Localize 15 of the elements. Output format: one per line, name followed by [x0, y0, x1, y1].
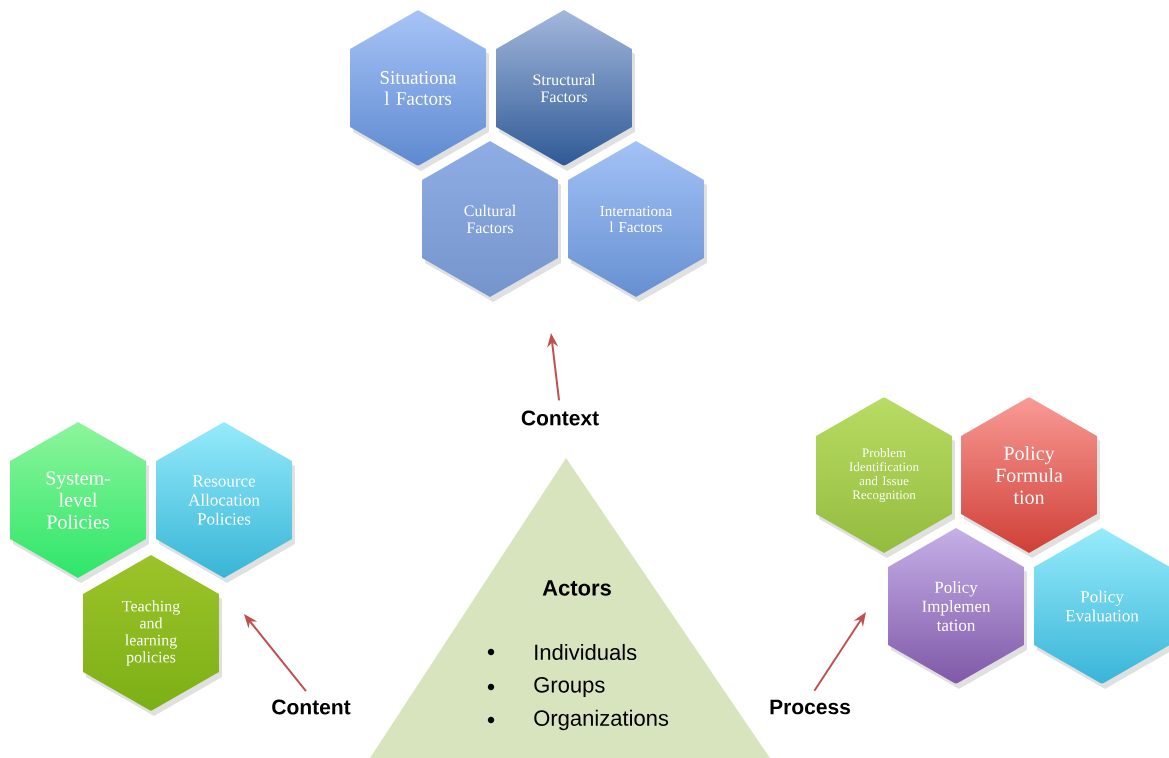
- arrow-label: Content: [272, 699, 351, 715]
- hexagon: Resource Allocation Policies: [156, 422, 295, 583]
- arrow-label: Process: [770, 699, 850, 715]
- hexagon: Policy Evaluation: [1034, 528, 1169, 689]
- hexagon: Problem Identification and Issue Recognition: [816, 397, 955, 558]
- hexagon: Structural Factors: [496, 10, 635, 171]
- hexagon: Cultural Factors: [422, 141, 561, 302]
- actors-triangle: Actors Individuals Groups Organizations: [370, 458, 770, 758]
- hexagon: Policy Formula tion: [961, 397, 1100, 558]
- hexagon: Teaching and learning policies: [83, 555, 222, 716]
- hexagon: Policy Implemen tation: [888, 528, 1027, 689]
- hexagon: System- level Policies: [10, 422, 149, 583]
- hexagon: Situationa l Factors: [350, 10, 489, 171]
- hexagon: Internationa l Factors: [568, 141, 707, 302]
- arrow-label: Context: [521, 410, 599, 426]
